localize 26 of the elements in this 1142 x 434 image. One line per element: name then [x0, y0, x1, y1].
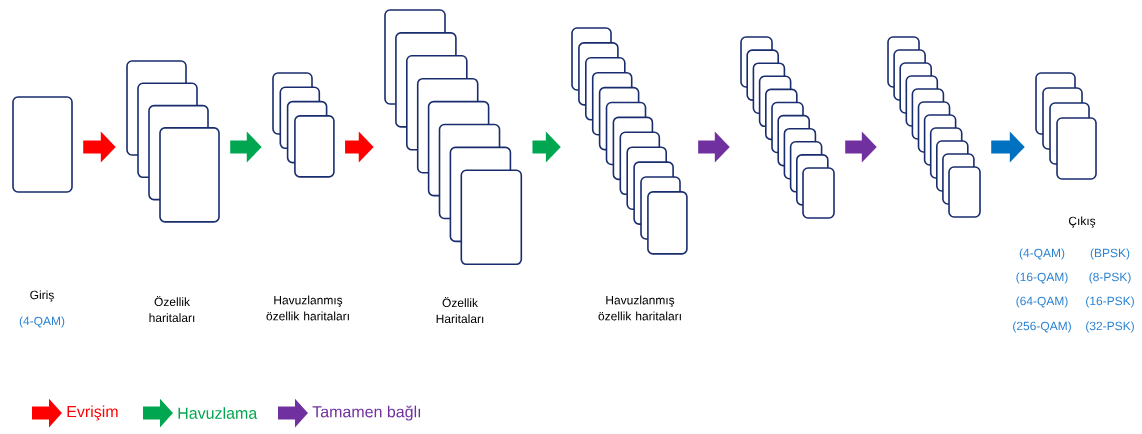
feature-map-stack: [740, 36, 835, 219]
feature-map-stack: [384, 9, 523, 266]
node-label: Çıkış: [1068, 216, 1096, 228]
node-label: (16-QAM): [1016, 272, 1068, 284]
feature-map-stack: [887, 36, 981, 218]
node-label: (256-QAM): [1013, 321, 1071, 333]
node-label: (BPSK): [1090, 248, 1130, 260]
node-label: Havuzlanmış özellik haritaları: [598, 295, 681, 321]
node-label: Özellik haritaları: [149, 295, 195, 323]
node-label: (64-QAM): [1016, 296, 1068, 308]
node-label: (4-QAM): [19, 316, 65, 328]
node-label: Özellik Haritaları: [436, 296, 484, 324]
node-label: (32-PSK): [1086, 321, 1134, 333]
feature-map-stack: [272, 72, 335, 178]
node-label: Giriş: [30, 290, 54, 302]
feature-map-stack: [126, 60, 220, 223]
feature-map-stack: [12, 96, 73, 193]
node-label: (4-QAM): [1019, 248, 1065, 260]
node-label: Havuzlanmış özellik haritaları: [266, 295, 349, 321]
legend-label: Evrişim: [67, 405, 118, 421]
feature-map-stack: [571, 27, 688, 255]
node-label: (16-PSK): [1086, 296, 1134, 308]
feature-map-stack: [1035, 72, 1097, 180]
legend-label: Tamamen bağlı: [312, 405, 421, 421]
legend-label: Havuzlama: [178, 407, 258, 419]
node-label: (8-PSK): [1089, 272, 1131, 284]
